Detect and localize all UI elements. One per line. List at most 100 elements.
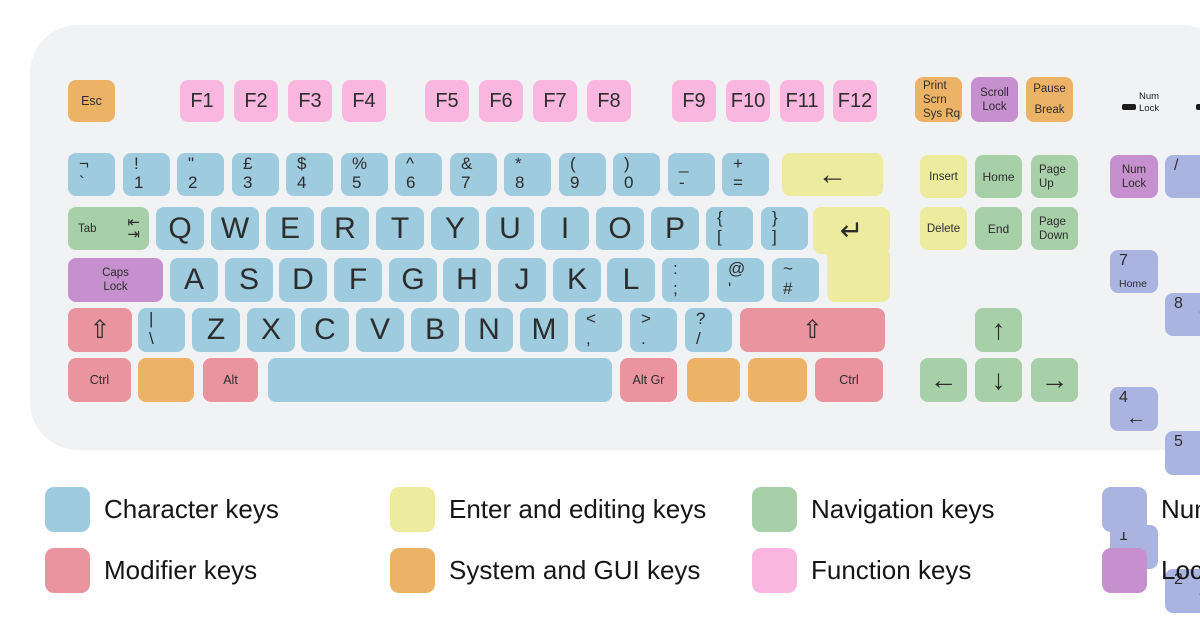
key-0: )0	[613, 153, 660, 196]
key-n: N	[465, 308, 513, 352]
key-base-symbol: 3	[243, 173, 253, 192]
key-label-line: Pause	[1033, 83, 1066, 95]
key-base-symbol: ]	[772, 227, 777, 246]
key-shift-symbol: (	[570, 154, 576, 173]
key-label: H	[456, 263, 478, 296]
key-f7: F7	[533, 80, 577, 122]
key-label-line: Scroll	[980, 86, 1009, 99]
legend-item-modifier-keys: Modifier keys	[45, 548, 257, 593]
key-label: T	[390, 211, 410, 245]
left-icon: ←	[1126, 407, 1146, 429]
key-f10: F10	[726, 80, 770, 122]
key-menu	[748, 358, 807, 402]
key-shift-symbol: £	[243, 154, 253, 173]
key-c: C	[301, 308, 349, 352]
key-t: T	[376, 207, 424, 250]
key-label: Z	[206, 313, 226, 346]
key-b: B	[411, 308, 459, 352]
legend-item-system-gui-keys: System and GUI keys	[390, 548, 700, 593]
key-digit: 8	[1174, 295, 1183, 312]
legend-label-system-gui-keys: System and GUI keys	[449, 555, 701, 585]
key-f3: F3	[288, 80, 332, 122]
key-shift-symbol: +	[733, 154, 743, 173]
key-label-line: Scrn	[923, 93, 947, 106]
key-label: F7	[543, 89, 567, 112]
down-icon: ↓	[1197, 580, 1200, 603]
key-o: O	[596, 207, 644, 250]
key-label: Q	[168, 211, 192, 245]
key-6: ^6	[395, 153, 442, 196]
tab-right-icon: ⇥	[127, 225, 140, 243]
key-base-symbol: -	[679, 173, 685, 192]
key-f5: F5	[425, 80, 469, 122]
key-label: J	[514, 263, 530, 296]
key-label-line: Lock	[1121, 177, 1147, 190]
key-numpad-8: 8↑	[1165, 293, 1200, 336]
key-label: F2	[244, 89, 268, 112]
key-f8: F8	[587, 80, 631, 122]
key-q: Q	[156, 207, 204, 250]
key-base-symbol: 7	[461, 173, 471, 192]
key-insert: Insert	[920, 155, 967, 198]
legend-swatch-modifier-keys	[45, 548, 90, 593]
key-label: Alt	[223, 373, 238, 387]
key-label: A	[183, 263, 204, 296]
key-base-symbol: [	[717, 227, 722, 246]
key-digit: 4	[1119, 389, 1128, 406]
key-alt-gr: Alt Gr	[620, 358, 677, 402]
legend-label-modifier-keys: Modifier keys	[104, 555, 258, 585]
left-icon: ←	[929, 364, 958, 395]
key-g: G	[389, 258, 437, 302]
key-home: Home	[975, 155, 1022, 198]
key-left-bracket: {[	[706, 207, 753, 250]
key-digit: /	[1174, 157, 1179, 174]
key-d: D	[279, 258, 327, 302]
key-label: F11	[785, 89, 819, 112]
key-shift-symbol: {	[717, 208, 723, 227]
key-shift-symbol: _	[679, 154, 689, 173]
key-label: U	[499, 211, 521, 245]
key-f1: F1	[180, 80, 224, 122]
key-label: Ctrl	[839, 373, 859, 387]
legend-swatch-system-gui-keys	[390, 548, 435, 593]
key-label: X	[260, 313, 281, 346]
legend-label-navigation-keys: Navigation keys	[811, 494, 995, 524]
key-f4: F4	[342, 80, 386, 122]
key-right-win	[687, 358, 740, 402]
legend-label-enter-editing-keys: Enter and editing keys	[449, 494, 707, 524]
up-icon: ↑	[991, 314, 1006, 345]
key-f: F	[334, 258, 382, 302]
legend-item-character-keys: Character keys	[45, 487, 279, 532]
legend-item-navigation-keys: Navigation keys	[752, 487, 995, 532]
key-base-symbol: '	[728, 279, 732, 298]
key-y: Y	[431, 207, 479, 250]
key-label: D	[292, 263, 314, 296]
key-enter-top: ↵	[813, 207, 890, 254]
legend-item-function-keys: Function keys	[752, 548, 971, 593]
key-label: B	[424, 313, 445, 346]
key-label: Y	[444, 211, 465, 245]
key-base-symbol: 0	[624, 173, 634, 192]
key-9: (9	[559, 153, 606, 196]
legend-swatch-numeric-keypad	[1102, 487, 1147, 532]
key-4: $4	[286, 153, 333, 196]
key-enter-bottom	[827, 248, 890, 302]
key-label: E	[279, 211, 300, 245]
key-arrow-up: ↑	[975, 308, 1022, 352]
key-label: F12	[837, 89, 873, 112]
key-base-symbol: 1	[134, 173, 144, 192]
key-end: End	[975, 207, 1022, 250]
legend-label-numeric-keypad: Numeric keypad	[1161, 494, 1200, 524]
legend-swatch-function-keys	[752, 548, 797, 593]
key-period: >.	[630, 308, 677, 352]
key-left-win	[138, 358, 194, 402]
tab-arrows-icon: ⇤⇥	[127, 215, 140, 243]
key-z: Z	[192, 308, 240, 352]
key-left-ctrl: Ctrl	[68, 358, 131, 402]
key-equals: +=	[722, 153, 769, 196]
key-label: F10	[730, 89, 766, 112]
